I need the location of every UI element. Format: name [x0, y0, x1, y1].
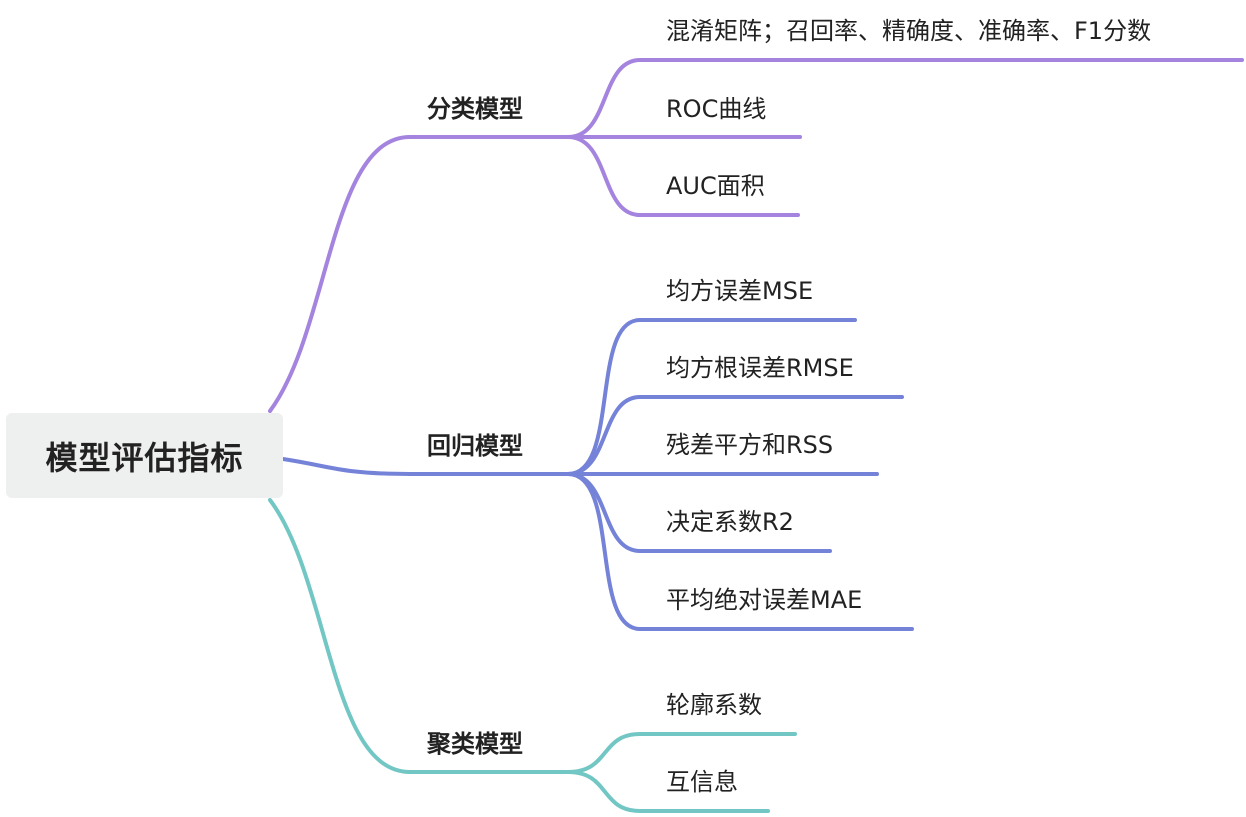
leaf-rss[interactable]: 残差平方和RSS — [666, 431, 834, 459]
connector-root-regression — [281, 457, 570, 476]
branch-regression[interactable]: 回归模型 — [427, 432, 523, 460]
connector-root-clustering — [268, 498, 570, 774]
leaf-mse[interactable]: 均方误差MSE — [666, 277, 814, 305]
leaf-rmse[interactable]: 均方根误差RMSE — [666, 354, 854, 382]
leaf-silhouette-coefficient[interactable]: 轮廓系数 — [666, 691, 762, 719]
leaf-mutual-information[interactable]: 互信息 — [666, 768, 738, 796]
root-label: 模型评估指标 — [45, 438, 244, 477]
root-node[interactable]: 模型评估指标 — [6, 413, 283, 498]
connector-root-classification — [268, 135, 570, 413]
connector-regression-leaf-2 — [566, 395, 904, 476]
connector-clustering-leaf-1 — [566, 732, 797, 774]
branch-clustering[interactable]: 聚类模型 — [427, 730, 523, 758]
leaf-r2[interactable]: 决定系数R2 — [666, 508, 794, 536]
branch-classification[interactable]: 分类模型 — [427, 95, 523, 123]
leaf-confusion-matrix-metrics[interactable]: 混淆矩阵；召回率、精确度、准确率、F1分数 — [666, 17, 1152, 45]
connector-clustering-leaf-2 — [566, 770, 770, 813]
leaf-mae[interactable]: 平均绝对误差MAE — [666, 586, 863, 614]
connector-classification-leaf-1 — [566, 58, 1244, 139]
leaf-roc-curve[interactable]: ROC曲线 — [666, 95, 767, 123]
connector-classification-leaf-3 — [566, 135, 800, 217]
connector-regression-leaf-5 — [566, 472, 914, 631]
leaf-auc-area[interactable]: AUC面积 — [666, 172, 765, 200]
